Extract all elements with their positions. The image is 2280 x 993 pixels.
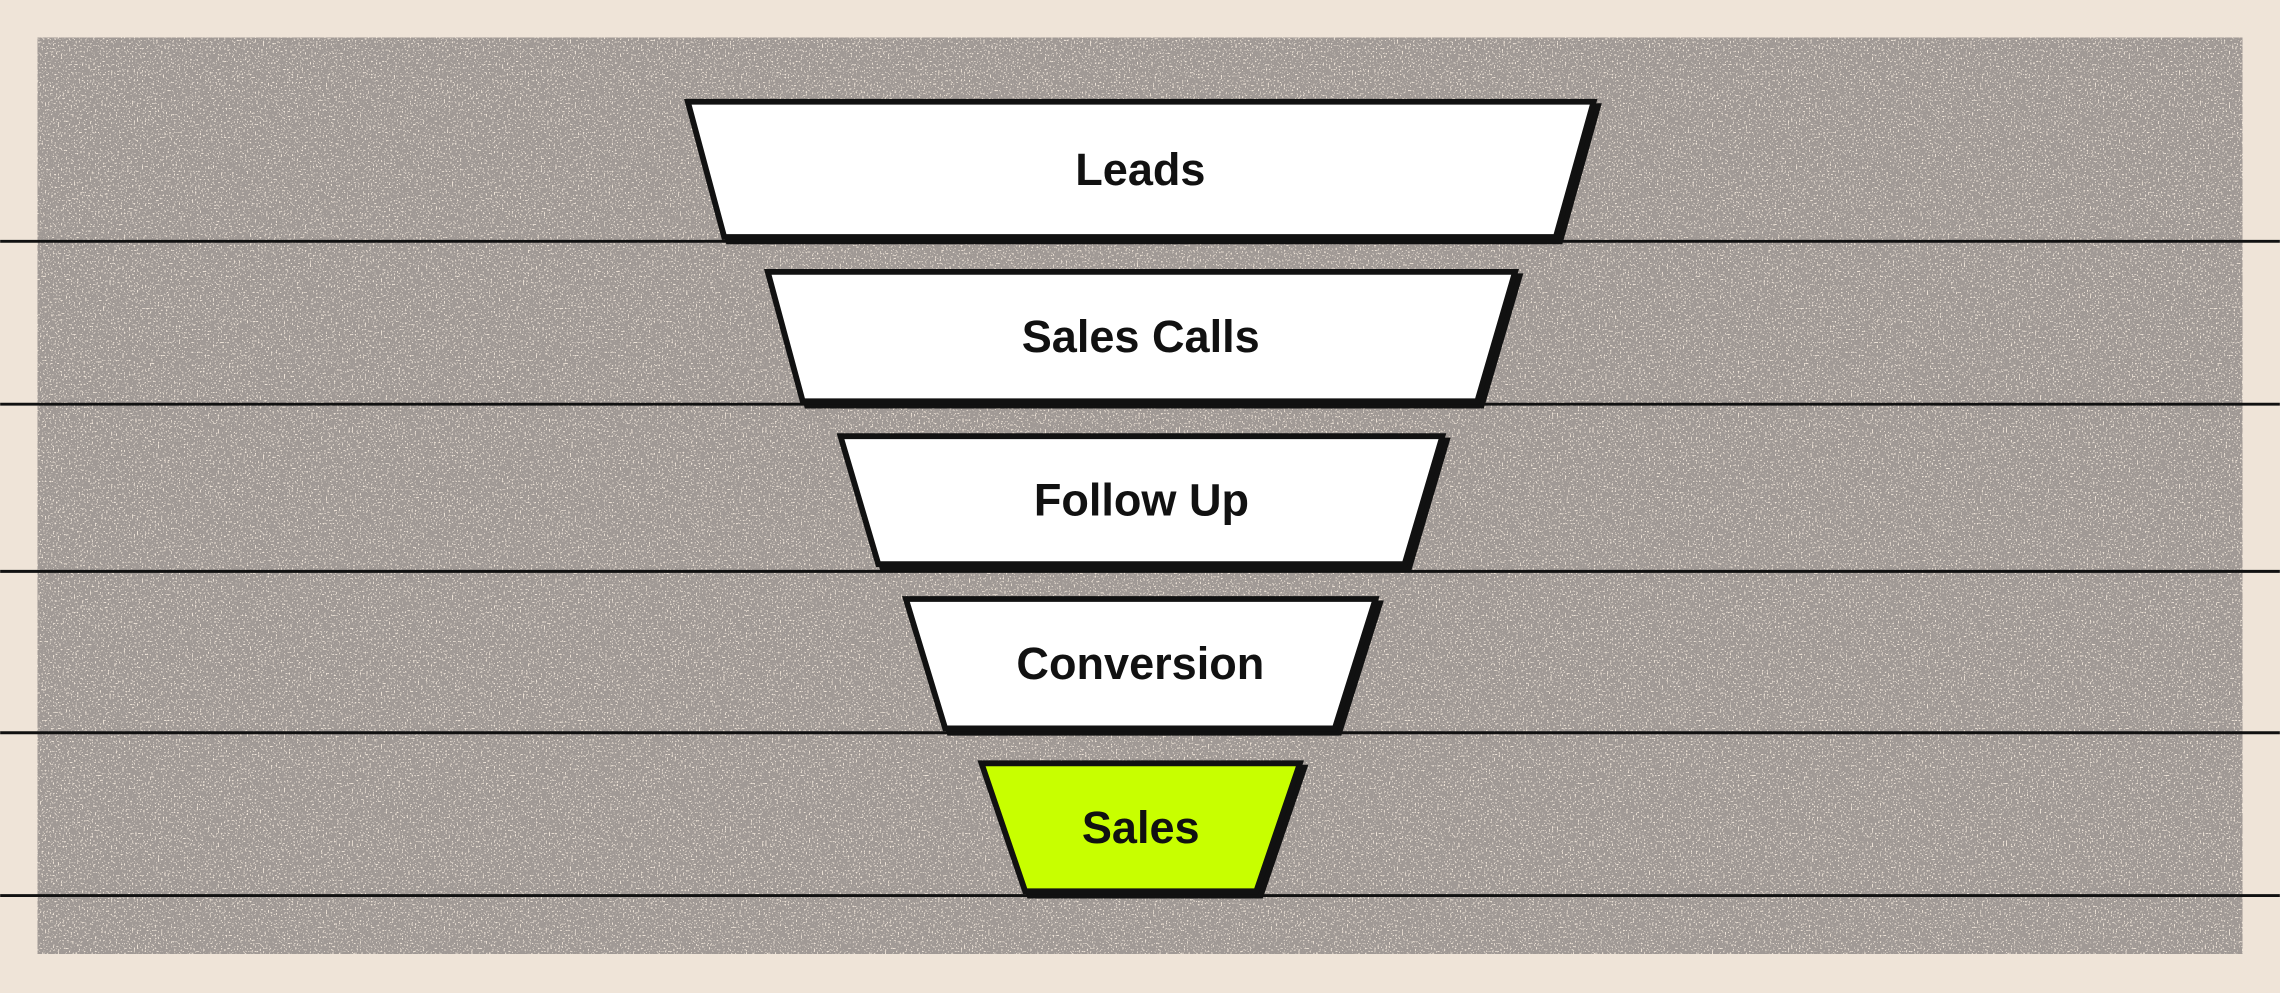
stage-shape — [902, 596, 1380, 732]
funnel-stage-leads: Leads — [684, 98, 1602, 245]
stage-label: Leads — [1075, 144, 1205, 195]
stage-label: Sales Calls — [1022, 311, 1260, 362]
funnel-stage-sales: Sales — [977, 760, 1309, 899]
stage-shape — [684, 98, 1598, 240]
stage-shape — [977, 760, 1304, 895]
stage-shape — [836, 433, 1447, 568]
stage-label: Follow Up — [1034, 475, 1249, 526]
funnel-stage-sales-calls: Sales Calls — [764, 268, 1524, 409]
funnel-stage-conversion: Conversion — [902, 596, 1384, 736]
funnel-stage-follow-up: Follow Up — [836, 433, 1451, 572]
stage-label: Sales — [1082, 802, 1200, 853]
stage-label: Conversion — [1016, 638, 1264, 689]
stage-shape — [764, 268, 1519, 405]
